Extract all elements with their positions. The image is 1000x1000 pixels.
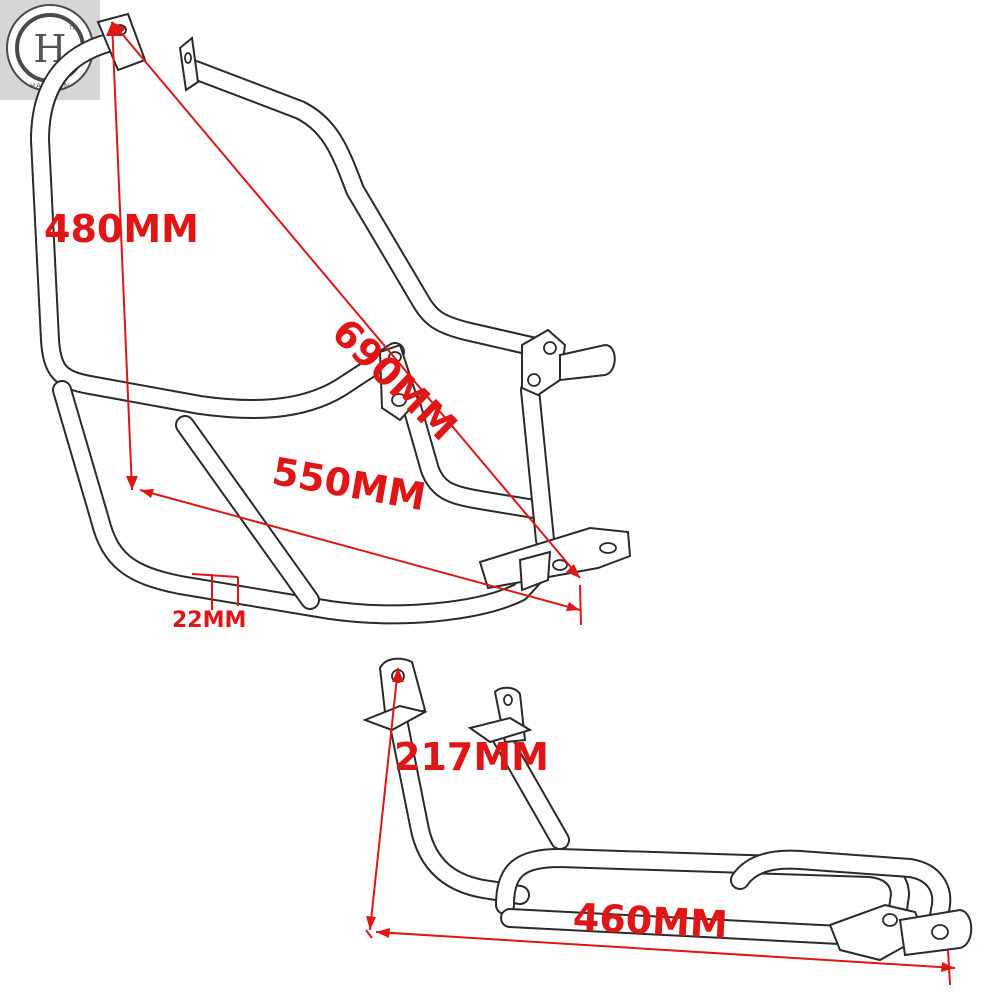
dimension-label-width-bottom: 460MM — [571, 895, 729, 948]
logo-trademark: TM — [68, 25, 78, 32]
lower-skid-bar — [362, 657, 973, 962]
dimension-label-height-top: 480MM — [44, 207, 199, 251]
upper-crash-bar — [30, 12, 632, 625]
dimension-label-tube-diameter: 22MM — [172, 608, 247, 633]
dimension-lines — [106, 21, 956, 986]
dimension-label-height-bottom: 217MM — [394, 735, 549, 779]
